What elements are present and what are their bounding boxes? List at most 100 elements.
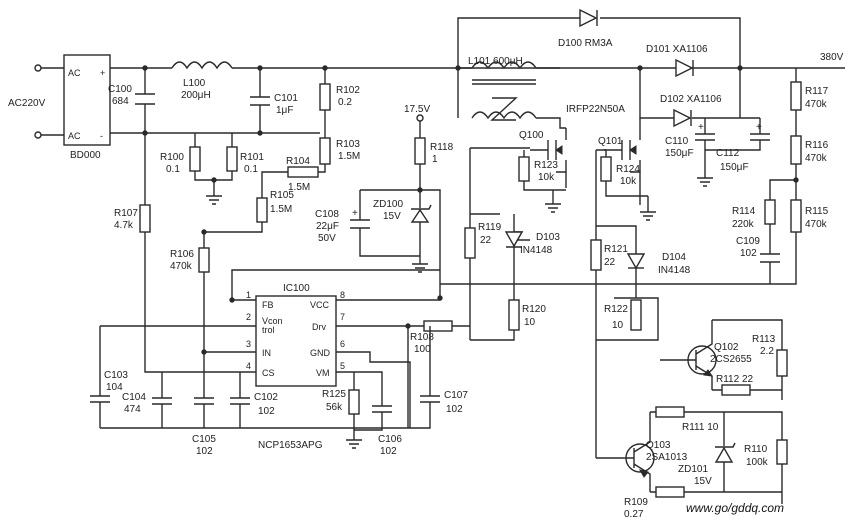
c100-name: C100 bbox=[108, 84, 132, 95]
r116-name: R116 bbox=[805, 140, 829, 151]
c104-name: C104 bbox=[122, 392, 146, 403]
c105-value: 102 bbox=[196, 446, 213, 457]
r109-name: R109 bbox=[624, 497, 648, 508]
pin-vcc-label: VCC bbox=[310, 300, 330, 310]
pin-vcon-label: Vcon bbox=[262, 316, 283, 326]
pin-trol-label: trol bbox=[262, 325, 275, 335]
c110-value: 150μF bbox=[665, 148, 694, 159]
pin-3-number: 3 bbox=[246, 339, 251, 349]
resistor-r124: R124 10k bbox=[596, 149, 656, 221]
diode-d101: D101 XA1106 bbox=[646, 44, 708, 78]
resistor-r114 bbox=[764, 199, 776, 225]
c112-name: C112 bbox=[716, 148, 740, 159]
bridge-plus-label: + bbox=[100, 68, 105, 78]
r119-value: 22 bbox=[480, 235, 492, 246]
c107-value: 102 bbox=[446, 404, 463, 415]
resistor-r102: R102 0.2 bbox=[319, 68, 360, 138]
c109-value: 102 bbox=[740, 248, 757, 259]
q103-name: Q103 bbox=[646, 440, 671, 451]
pin-drv-label: Drv bbox=[312, 322, 326, 332]
r115-value: 470k bbox=[805, 219, 828, 230]
l100-value: 200μH bbox=[181, 90, 211, 101]
c108-voltage: 50V bbox=[318, 233, 336, 244]
resistor-r105: R105 1.5M bbox=[201, 190, 294, 248]
resistor-r103: R103 1.5M bbox=[318, 137, 360, 173]
capacitor-c100: C100 684 bbox=[108, 68, 155, 133]
output-divider: R117 470k R116 470k R115 470k R114 220k … bbox=[440, 68, 829, 285]
r114-name: R114 bbox=[732, 206, 756, 217]
inductor-l100: L100 200μH bbox=[171, 61, 233, 101]
r118-name: R118 bbox=[430, 142, 454, 153]
r100-name: R100 bbox=[160, 152, 184, 163]
resistor-r125: R125 56k bbox=[322, 372, 362, 449]
c102-name: C102 bbox=[254, 392, 278, 403]
r114-value: 220k bbox=[732, 219, 755, 230]
ac-input-label: AC220V bbox=[8, 98, 46, 109]
controller-ic100: IC100 FB Vcon trol IN CS VCC Drv GND VM … bbox=[100, 269, 443, 451]
d103-name: D103 bbox=[536, 232, 560, 243]
c100-value: 684 bbox=[112, 96, 129, 107]
r108-value: 100 bbox=[414, 344, 431, 355]
r107-value: 4.7k bbox=[114, 220, 134, 231]
ac-input-section: AC220V AC AC + - BD000 bbox=[8, 54, 111, 161]
diode-d100: D100 RM3A bbox=[558, 8, 613, 49]
r102-value: 0.2 bbox=[338, 97, 352, 108]
r103-value: 1.5M bbox=[338, 151, 360, 162]
c104-value: 474 bbox=[124, 404, 141, 415]
c108-value: 22μF bbox=[316, 221, 339, 232]
r118-value: 1 bbox=[432, 154, 438, 165]
pin-gnd-label: GND bbox=[310, 348, 331, 358]
r101-name: R101 bbox=[240, 152, 264, 163]
c103-name: C103 bbox=[104, 370, 128, 381]
r111-label: R111 10 bbox=[682, 422, 719, 433]
r121-value: 22 bbox=[604, 257, 616, 268]
c110-name: C110 bbox=[665, 136, 689, 147]
mosfet-q101: Q101 bbox=[598, 118, 641, 205]
ic100-body bbox=[255, 295, 337, 387]
q102-name: Q102 bbox=[714, 342, 739, 353]
c103-value: 104 bbox=[106, 382, 123, 393]
d103-value: IN4148 bbox=[520, 245, 553, 256]
resistor-r104: R104 1.5M bbox=[261, 156, 319, 198]
q102-value: 2CS2655 bbox=[710, 354, 752, 365]
d100-label: D100 RM3A bbox=[558, 38, 613, 49]
capacitor-c105: C105 102 bbox=[192, 352, 216, 457]
r115-name: R115 bbox=[805, 206, 829, 217]
bridge-minus-label: - bbox=[100, 131, 103, 141]
d101-label: D101 XA1106 bbox=[646, 44, 708, 55]
r100-value: 0.1 bbox=[166, 164, 180, 175]
l100-name: L100 bbox=[183, 78, 206, 89]
r119-name: R119 bbox=[478, 222, 502, 233]
r121-name: R121 bbox=[604, 244, 628, 255]
zd100-name: ZD100 bbox=[373, 199, 403, 210]
r112-label: R112 22 bbox=[716, 374, 754, 385]
capacitor-c110: + C110 150μF bbox=[665, 118, 715, 187]
pin-fb-label: FB bbox=[262, 300, 274, 310]
ac-terminal-bottom bbox=[34, 131, 42, 139]
ground-symbol-sense bbox=[206, 177, 222, 205]
c109-name: C109 bbox=[736, 236, 760, 247]
q103-value: 2SA1013 bbox=[646, 452, 688, 463]
r106-name: R106 bbox=[170, 249, 194, 260]
resistor-r107: R107 4.7k bbox=[114, 133, 232, 373]
resistor-r110 bbox=[776, 439, 788, 465]
resistor-r115 bbox=[790, 199, 802, 233]
l101-label: L101 600μH bbox=[468, 56, 523, 67]
watermark-text: www.go/gddq.com bbox=[686, 501, 784, 515]
resistor-r122 bbox=[630, 299, 642, 331]
resistor-r113 bbox=[776, 349, 788, 377]
r123-name: R123 bbox=[534, 160, 558, 171]
r124-name: R124 bbox=[616, 164, 640, 175]
r120-value: 10 bbox=[524, 317, 536, 328]
c110-plus: + bbox=[698, 122, 704, 133]
mosfet-q100: Q100 bbox=[519, 128, 567, 188]
pin-in-label: IN bbox=[262, 348, 271, 358]
r101-value: 0.1 bbox=[244, 164, 258, 175]
c106-name: C106 bbox=[378, 434, 402, 445]
r104-value: 1.5M bbox=[288, 182, 310, 193]
q100-label: Q100 bbox=[519, 130, 544, 141]
ac-terminal-top bbox=[34, 64, 42, 72]
r102-name: R102 bbox=[336, 85, 360, 96]
zd101-value: 15V bbox=[694, 476, 712, 487]
